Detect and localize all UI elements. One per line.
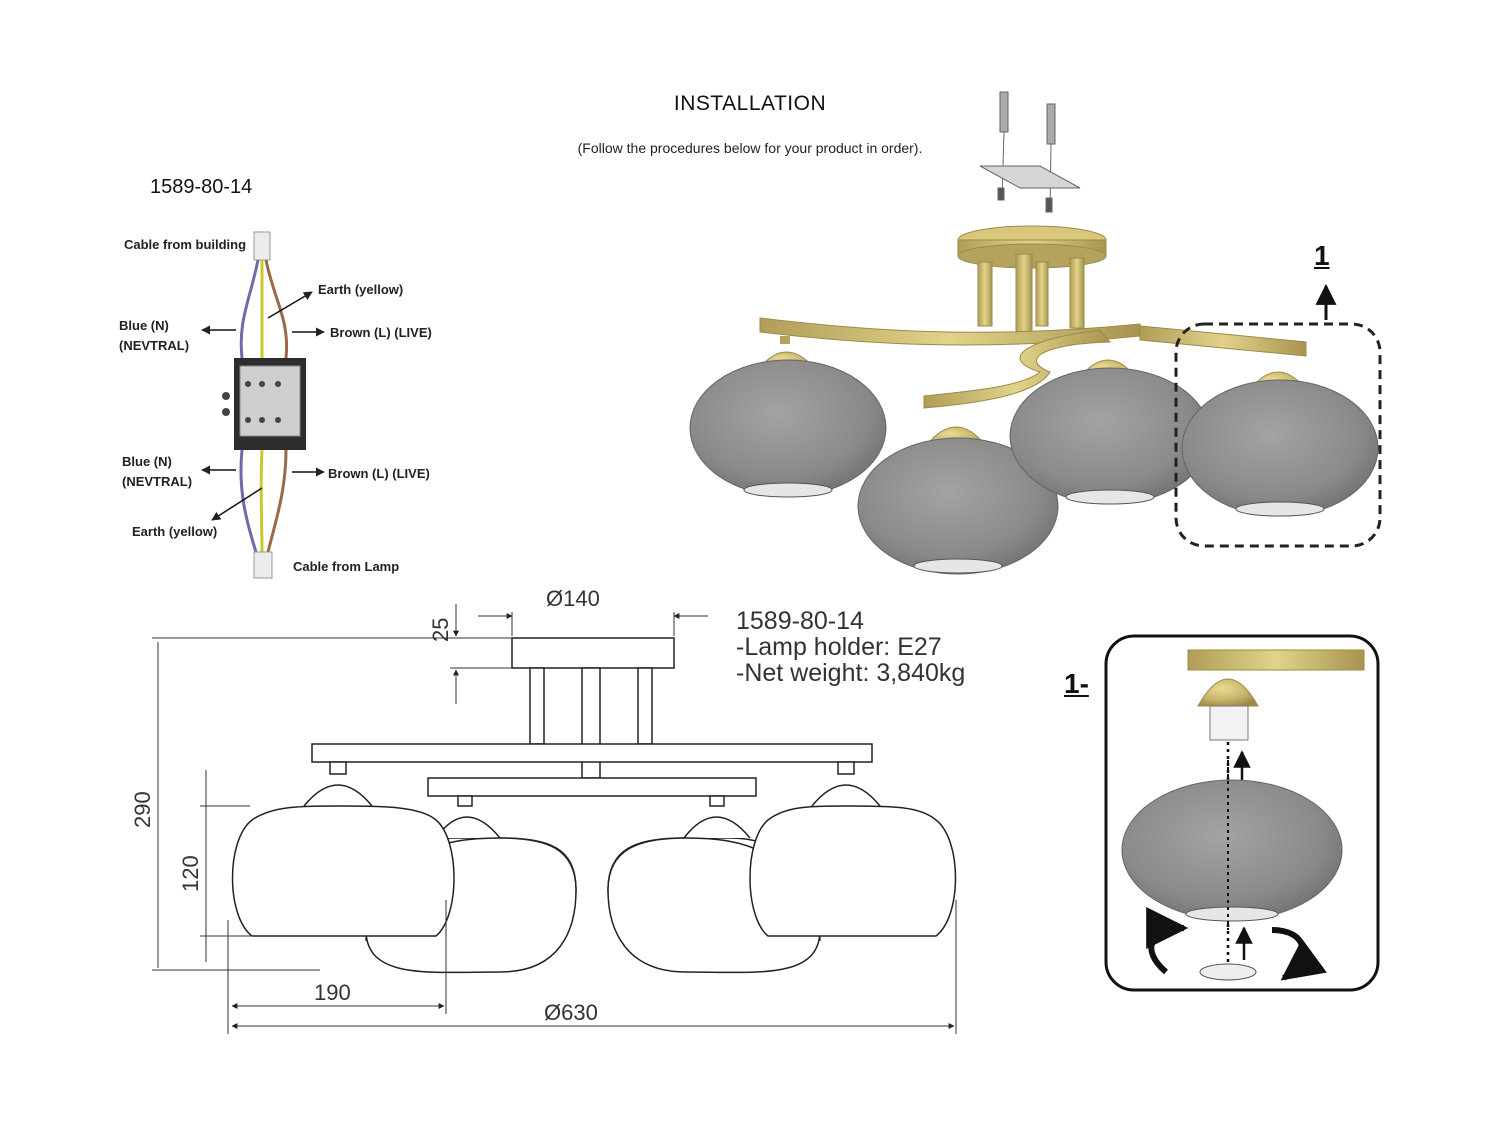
step1-ring bbox=[1199, 963, 1257, 981]
label-brown-top: Brown (L) (LIVE) bbox=[330, 325, 432, 340]
globe-2 bbox=[857, 437, 1059, 575]
step1-socket-cap bbox=[1197, 678, 1259, 707]
page-title: INSTALLATION bbox=[673, 92, 827, 115]
spec-model: 1589-80-14 bbox=[736, 607, 864, 635]
rotate-right-arrow bbox=[1271, 927, 1327, 981]
rotate-left-arrow bbox=[1146, 907, 1189, 975]
label-earth-bottom: Earth (yellow) bbox=[132, 524, 218, 539]
arm-lower bbox=[923, 329, 1112, 409]
dim-base-height: 25 bbox=[428, 617, 453, 642]
label-blue-bottom-2: (NEVTRAL) bbox=[122, 474, 193, 489]
step-callout-frame bbox=[1174, 322, 1382, 548]
dimension-lines bbox=[152, 604, 957, 1034]
wiring-diagram bbox=[201, 231, 325, 579]
page-subtitle: (Follow the procedures below for your pr… bbox=[577, 140, 923, 156]
spec-net-weight: -Net weight: 3,840kg bbox=[736, 659, 966, 687]
cable-sheath-bottom bbox=[253, 551, 273, 579]
mounting-hardware bbox=[979, 91, 1081, 213]
dim-shade-height: 120 bbox=[178, 855, 203, 892]
globe-4 bbox=[1181, 379, 1379, 517]
globe-1 bbox=[689, 359, 887, 497]
dim-total-height: 290 bbox=[130, 791, 155, 828]
label-brown-bottom: Brown (L) (LIVE) bbox=[328, 466, 430, 481]
terminal-block bbox=[239, 365, 301, 437]
globe-3 bbox=[1009, 367, 1211, 505]
spec-lamp-holder: -Lamp holder: E27 bbox=[736, 633, 942, 661]
technical-drawing bbox=[231, 637, 957, 974]
step1-detail bbox=[1104, 634, 1380, 992]
label-blue-top-1: Blue (N) bbox=[119, 318, 169, 333]
dim-base-diameter: Ø140 bbox=[546, 586, 600, 611]
wiring-model-number: 1589-80-14 bbox=[150, 176, 253, 198]
label-blue-top-2: (NEVTRAL) bbox=[119, 338, 190, 353]
dim-total-diameter: Ø630 bbox=[544, 1000, 598, 1025]
product-illustration bbox=[689, 91, 1382, 575]
blue-wire-top bbox=[239, 259, 260, 359]
dim-shade-width: 190 bbox=[314, 980, 351, 1005]
label-earth-top: Earth (yellow) bbox=[318, 282, 404, 297]
brown-wire-top bbox=[264, 259, 289, 359]
brown-wire-bottom bbox=[266, 449, 288, 553]
step1-label: 1- bbox=[1064, 668, 1089, 699]
label-blue-bottom-1: Blue (N) bbox=[122, 454, 172, 469]
step-marker: 1 bbox=[1314, 240, 1330, 271]
step1-globe bbox=[1121, 779, 1343, 921]
label-cable-lamp: Cable from Lamp bbox=[293, 559, 400, 574]
step1-socket bbox=[1209, 705, 1249, 741]
blue-wire-bottom bbox=[239, 449, 258, 553]
label-cable-building: Cable from building bbox=[124, 237, 247, 252]
cable-sheath-top bbox=[253, 231, 271, 261]
step1-arm bbox=[1187, 649, 1365, 671]
earth-wire-bottom bbox=[259, 449, 264, 553]
